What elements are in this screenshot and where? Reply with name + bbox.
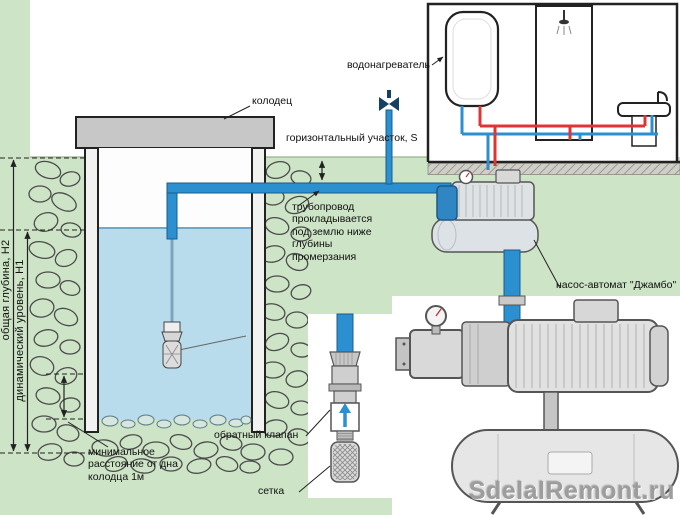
well-wall-left — [84, 147, 99, 433]
safety-rope — [178, 335, 247, 351]
label-pipeline-note: трубопровод прокладывается под землю ниж… — [292, 201, 373, 263]
tank-label-plate — [547, 451, 593, 475]
well-lid — [75, 116, 275, 149]
house-piping — [460, 106, 658, 170]
pipe-coupling — [498, 295, 526, 306]
watermark: SdelalRemont.ru — [468, 477, 675, 505]
main-pipe — [166, 109, 452, 240]
station-pressure-switch — [495, 169, 521, 184]
label-horizontal-section: горизонтальный участок, S — [286, 132, 418, 144]
coupling-nut — [329, 351, 361, 367]
pump-station — [431, 169, 539, 253]
pipe-horizontal-run — [166, 182, 452, 194]
shower-cabin — [535, 5, 593, 141]
valve-body — [331, 365, 359, 385]
inset-pipe — [336, 313, 354, 353]
label-water-heater: водонагреватель — [346, 59, 430, 71]
jumbo-pump-detail — [395, 299, 679, 515]
check-valve-leader — [305, 409, 331, 437]
outdoor-tap-icon — [379, 90, 399, 111]
well-bottom-gravel — [101, 414, 252, 429]
min-distance-leader — [67, 421, 109, 448]
check-valve-inset — [308, 313, 394, 498]
pump-label-leader — [533, 239, 561, 289]
dimension-arrows — [10, 159, 326, 452]
well — [75, 116, 275, 433]
heater-leader — [431, 56, 444, 66]
pump-front-housing — [409, 329, 465, 379]
terminal-box — [573, 299, 619, 323]
stones — [28, 160, 312, 474]
label-total-depth: общая глубина, Н2 — [0, 239, 12, 341]
mesh-leader — [298, 465, 331, 493]
label-leaders — [67, 56, 561, 493]
station-tank — [431, 217, 539, 253]
pipe-riser-to-tap — [385, 109, 393, 185]
label-pump-auto: насос-автомат "Джамбо" — [556, 279, 677, 291]
water-heater — [444, 10, 500, 108]
label-dynamic-level: динамический уровень, Н1 — [14, 259, 26, 402]
shower-head-icon — [556, 10, 572, 35]
house — [426, 2, 680, 175]
motor-end-cap — [649, 325, 669, 387]
pump-tank-connector — [543, 391, 559, 433]
well-drop-pipe — [161, 238, 247, 369]
station-pump-head — [436, 185, 458, 221]
label-mesh: сетка — [258, 485, 285, 497]
faucet-icon — [657, 91, 668, 102]
label-check-valve: обратный клапан — [214, 429, 299, 441]
well-check-valve — [163, 321, 181, 333]
well-wall-right — [251, 147, 266, 433]
well-leader — [223, 105, 251, 120]
label-min-distance: минимальное расстояние от дна колодца 1м — [88, 446, 178, 483]
pump-mid-section — [461, 321, 511, 387]
note-leader — [297, 190, 320, 207]
house-foundation-strip — [427, 163, 680, 175]
label-well: колодец — [252, 95, 293, 107]
